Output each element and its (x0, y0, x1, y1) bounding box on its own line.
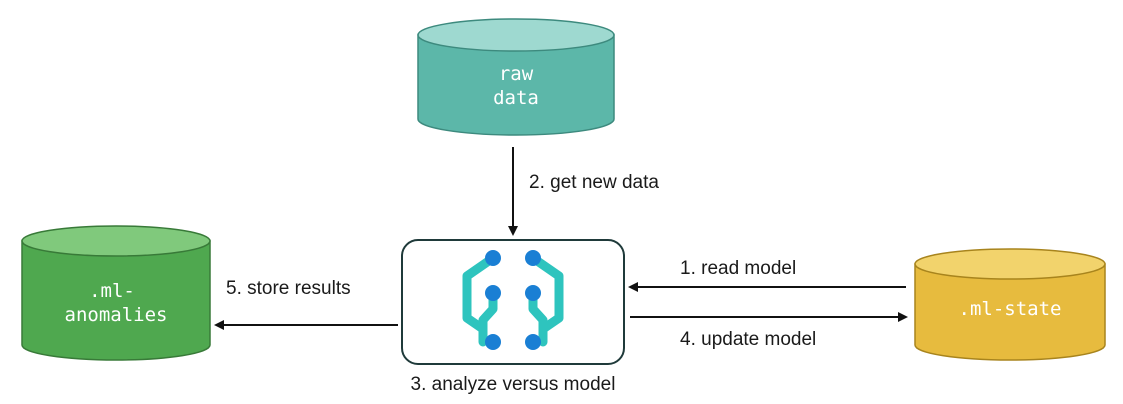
ml-state-body (914, 263, 1106, 361)
raw-data-body (417, 34, 615, 136)
raw-data-database: raw data (417, 18, 615, 136)
ml-anomalies-body (21, 240, 211, 361)
ml-state-database: .ml-state (914, 248, 1106, 361)
label-get-new-data: 2. get new data (529, 172, 659, 193)
label-update-model: 4. update model (680, 329, 816, 350)
raw-data-top (417, 18, 615, 52)
ml-anomalies-database: .ml- anomalies (21, 225, 211, 361)
raw-data-label-line2: data (493, 87, 539, 109)
ml-job-node (401, 239, 625, 365)
raw-data-label-line1: raw (499, 63, 534, 85)
ml-anomalies-top (21, 225, 211, 257)
label-analyze-versus-model: 3. analyze versus model (411, 374, 616, 395)
ml-job-box (401, 239, 625, 365)
ml-anomalies-label-line1: .ml- (89, 280, 135, 302)
label-read-model: 1. read model (680, 258, 796, 279)
label-store-results: 5. store results (226, 278, 351, 299)
ml-state-label: .ml-state (959, 298, 1062, 320)
ml-state-top (914, 248, 1106, 280)
ml-anomalies-label-line2: anomalies (65, 304, 168, 326)
ml-brain-icon (462, 250, 564, 350)
